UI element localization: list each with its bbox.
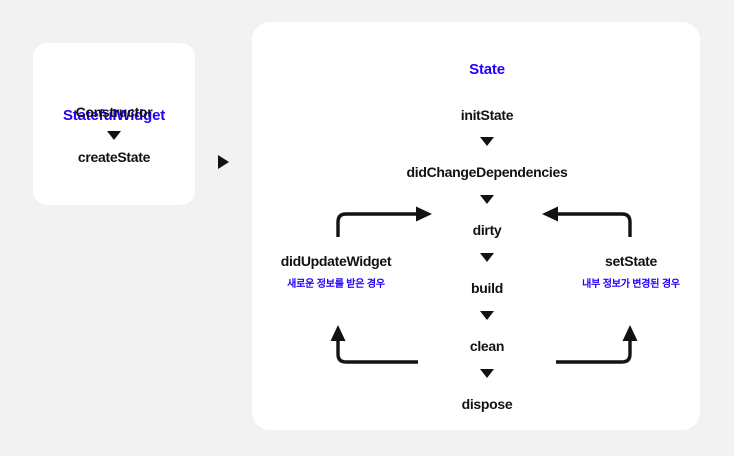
caret-down-icon: [480, 311, 494, 320]
caret-down-icon: [480, 195, 494, 204]
node-dispose: dispose: [461, 396, 513, 412]
node-clean: clean: [469, 338, 505, 354]
did-update-widget-note: 새로운 정보를 받은 경우: [287, 279, 385, 290]
node-did-change-dependencies: didChangeDependencies: [406, 164, 568, 180]
caret-down-icon: [107, 131, 121, 140]
state-panel: State initState didChangeDependencies di…: [252, 22, 700, 430]
state-title: State: [469, 61, 505, 78]
node-dirty: dirty: [472, 222, 502, 238]
stateful-widget-panel: StatefulWidget Constructor createState: [33, 43, 195, 205]
play-triangle-right-icon: [218, 155, 229, 169]
node-init-state: initState: [460, 107, 514, 123]
node-create-state: createState: [77, 149, 151, 165]
node-did-update-widget: didUpdateWidget: [280, 253, 392, 269]
node-constructor: Constructor: [75, 104, 153, 120]
node-build: build: [471, 280, 503, 296]
caret-down-icon: [480, 369, 494, 378]
caret-down-icon: [480, 137, 494, 146]
caret-down-icon: [480, 253, 494, 262]
set-state-note: 내부 정보가 변경된 경우: [582, 279, 680, 290]
node-set-state: setState: [604, 253, 658, 269]
stateful-widget-title: StatefulWidget: [62, 107, 166, 124]
